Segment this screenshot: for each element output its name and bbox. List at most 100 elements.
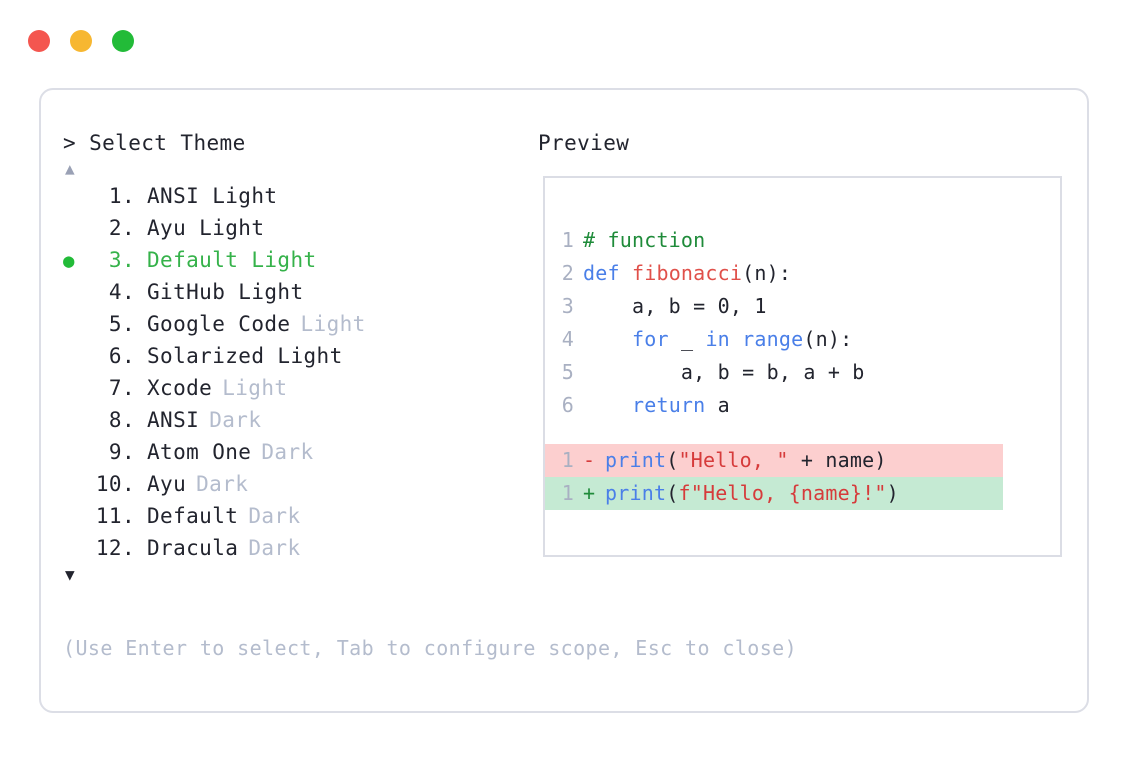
code-line: 2 def fibonacci(n): — [545, 257, 1060, 290]
code-token-keyword: def — [583, 261, 632, 285]
diff-line-number: 1 — [561, 448, 574, 472]
theme-item-name: Ayu Light — [147, 216, 265, 240]
close-window-button[interactable] — [28, 30, 50, 52]
scroll-up-icon[interactable]: ▲ — [65, 159, 75, 178]
code-line-content: return a — [583, 389, 730, 422]
code-line: 3 a, b = 0, 1 — [545, 290, 1060, 323]
theme-selection-panel: > Select Theme ▲ 1. ANSI Light 2. Ayu Light… — [63, 128, 533, 586]
diff-line-removed: 1-print("Hello, " + name) — [545, 444, 1003, 477]
code-line-content: def fibonacci(n): — [583, 257, 791, 290]
theme-item-name: Solarized Light — [147, 344, 343, 368]
theme-list-item[interactable]: 1. ANSI Light — [63, 180, 533, 212]
diff-line-content: print("Hello, " + name) — [605, 444, 887, 477]
theme-item-name: Dracula — [147, 536, 239, 560]
code-token-keyword: in range — [705, 327, 804, 351]
diff-marker-icon: - — [583, 448, 596, 472]
theme-item-index: 10. — [95, 472, 135, 496]
theme-picker-card: > Select Theme ▲ 1. ANSI Light 2. Ayu Light… — [39, 88, 1089, 713]
diff-line-content: print(f"Hello, {name}!") — [605, 477, 899, 510]
minimize-window-button[interactable] — [70, 30, 92, 52]
diff-line-number: 1 — [561, 481, 574, 505]
theme-item-variant: Light — [222, 376, 288, 400]
page-title-label: Select Theme — [89, 131, 246, 155]
theme-item-variant: Dark — [248, 536, 301, 560]
code-line-content: a, b = b, a + b — [583, 356, 865, 389]
code-token-string: "Hello, " — [678, 448, 789, 472]
code-line-number: 6 — [561, 393, 574, 417]
theme-item-index: 12. — [95, 536, 135, 560]
code-token-func: fibonacci — [631, 261, 743, 285]
maximize-window-button[interactable] — [112, 30, 134, 52]
theme-item-index: 8. — [108, 408, 135, 432]
preview-label: Preview — [538, 131, 630, 155]
code-token-comment: # function — [583, 228, 706, 252]
code-line: 6 return a — [545, 389, 1060, 422]
code-line-content: # function — [583, 224, 705, 257]
code-token-plain: a — [705, 393, 730, 417]
scroll-down-icon[interactable]: ▼ — [65, 565, 75, 584]
theme-item-name: Default — [147, 504, 239, 528]
theme-item-index: 4. — [108, 280, 135, 304]
theme-item-name: Google Code — [147, 312, 291, 336]
selected-bullet-icon: ● — [63, 250, 75, 272]
page-title-text — [76, 131, 89, 155]
theme-list-item[interactable]: 4. GitHub Light — [63, 276, 533, 308]
theme-item-variant: Dark — [248, 504, 301, 528]
code-token-string: f"Hello, {name}!" — [678, 481, 887, 505]
theme-item-name: Ayu — [147, 472, 187, 496]
code-token-builtin: print — [605, 481, 667, 505]
theme-item-name: Atom One — [147, 440, 252, 464]
theme-list-item[interactable]: 11. Default Dark — [63, 500, 533, 532]
theme-item-index: 9. — [108, 440, 135, 464]
code-token-builtin: print — [605, 448, 667, 472]
theme-item-index: 2. — [108, 216, 135, 240]
diff-marker-icon: + — [583, 481, 596, 505]
theme-list-item[interactable]: ●3.Default Light — [63, 244, 533, 276]
theme-item-index: 1. — [108, 184, 135, 208]
keyboard-hint: (Use Enter to select, Tab to configure s… — [63, 636, 798, 660]
theme-item-index: 11. — [95, 504, 135, 528]
theme-item-name: Xcode — [147, 376, 213, 400]
theme-list-item[interactable]: 5. Google Code Light — [63, 308, 533, 340]
theme-list-item[interactable]: 12. Dracula Dark — [63, 532, 533, 564]
page-title: > Select Theme — [63, 128, 533, 158]
code-token-plain: a, b = 0, 1 — [583, 294, 767, 318]
theme-list-item[interactable]: 6. Solarized Light — [63, 340, 533, 372]
theme-list-item[interactable]: 7. Xcode Light — [63, 372, 533, 404]
code-token-plain: ( — [666, 481, 679, 505]
code-line-content: for _ in range(n): — [583, 323, 852, 356]
code-line: 1 # function — [545, 224, 1060, 257]
code-token-plain: (n): — [803, 327, 853, 351]
theme-item-name: GitHub Light — [147, 280, 304, 304]
theme-item-index: 6. — [108, 344, 135, 368]
theme-item-index: 5. — [108, 312, 135, 336]
prompt-caret-icon: > — [63, 131, 77, 155]
code-line: 5 a, b = b, a + b — [545, 356, 1060, 389]
theme-list-item[interactable]: 9. Atom One Dark — [63, 436, 533, 468]
code-token-plain: + name) — [788, 448, 887, 472]
theme-item-variant: Dark — [261, 440, 314, 464]
theme-item-index: 7. — [108, 376, 135, 400]
code-token-plain: ) — [886, 481, 899, 505]
code-line-number: 2 — [561, 261, 574, 285]
code-token-keyword: for — [631, 327, 669, 351]
code-line-number: 1 — [561, 228, 574, 252]
code-line-number: 3 — [561, 294, 574, 318]
theme-item-name: ANSI Light — [147, 184, 278, 208]
theme-item-variant: Light — [300, 312, 366, 336]
code-token-plain: _ — [668, 327, 706, 351]
theme-list-item[interactable]: 2. Ayu Light — [63, 212, 533, 244]
code-token-plain: (n): — [742, 261, 792, 285]
code-line-number: 5 — [561, 360, 574, 384]
diff-block: 1-print("Hello, " + name)1+print(f"Hello… — [545, 444, 1060, 510]
code-token-plain — [583, 327, 632, 351]
code-line-number: 4 — [561, 327, 574, 351]
theme-item-name: ANSI — [147, 408, 200, 432]
code-token-keyword: return — [631, 393, 706, 417]
code-token-plain: ( — [666, 448, 679, 472]
